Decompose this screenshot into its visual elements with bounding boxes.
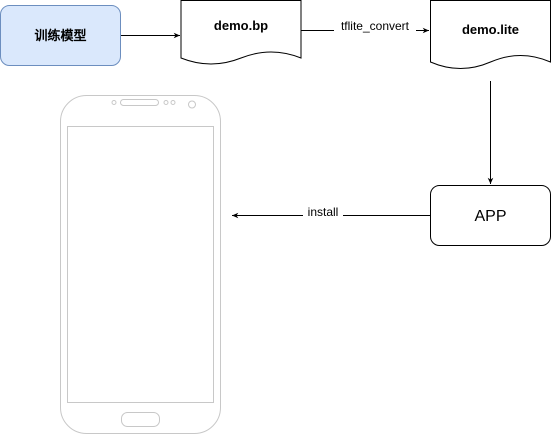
demo-lite-label: demo.lite bbox=[462, 22, 519, 37]
phone-sensor-dot-left bbox=[111, 100, 117, 105]
edge-install-label: install bbox=[308, 205, 339, 219]
edge-install: install bbox=[232, 205, 430, 219]
phone-speaker bbox=[120, 99, 159, 106]
demo-lite-document-shape bbox=[430, 0, 551, 69]
demo-bp-node: demo.bp bbox=[180, 0, 302, 65]
phone-camera bbox=[188, 100, 196, 109]
edge-convert-label: tflite_convert bbox=[341, 19, 410, 33]
phone-sensor-dot-right-2 bbox=[170, 100, 176, 105]
train-model-node: 训练模型 bbox=[0, 5, 121, 66]
phone-body bbox=[60, 95, 221, 434]
smartphone-icon bbox=[60, 95, 221, 434]
edge-install-label-bg bbox=[303, 205, 343, 218]
edge-convert: tflite_convert bbox=[301, 19, 429, 34]
edge-convert-label-bg bbox=[334, 19, 416, 33]
train-model-box bbox=[0, 5, 121, 66]
demo-bp-label: demo.bp bbox=[214, 18, 268, 33]
demo-lite-node: demo.lite bbox=[430, 0, 551, 69]
phone-screen bbox=[67, 126, 214, 403]
app-label: APP bbox=[474, 208, 506, 225]
app-node: APP bbox=[430, 185, 551, 246]
train-model-label: 训练模型 bbox=[34, 28, 86, 44]
demo-bp-document-shape bbox=[180, 0, 302, 65]
phone-sensor-dot-right-1 bbox=[163, 100, 169, 105]
phone-home-button bbox=[121, 412, 160, 427]
